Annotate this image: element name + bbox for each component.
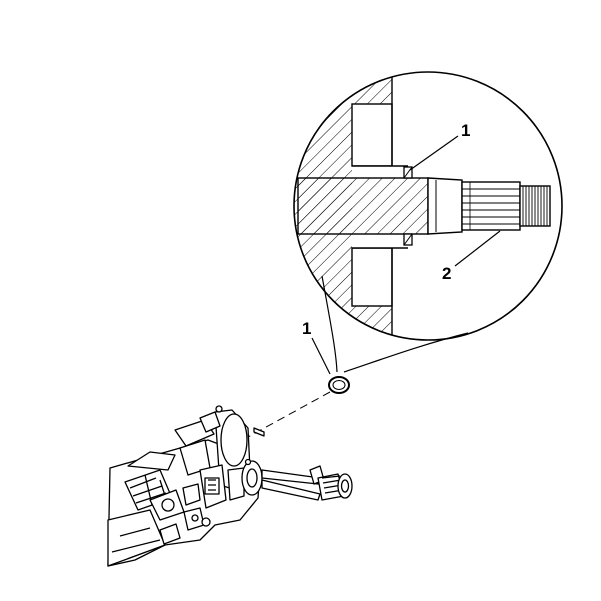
snap-ring bbox=[328, 376, 350, 394]
magnifier-leader bbox=[321, 275, 338, 373]
output-shaft-exploded bbox=[261, 465, 353, 501]
callout-1-top-label: 1 bbox=[461, 121, 470, 140]
callout-2: 2 bbox=[442, 230, 501, 283]
detail-view bbox=[293, 71, 563, 373]
callout-1-left-label: 1 bbox=[302, 319, 311, 338]
snap-ring-section bbox=[403, 166, 413, 246]
detail-circle-outline bbox=[293, 71, 563, 341]
assembly-centerline bbox=[247, 391, 331, 438]
transmission-assembly bbox=[107, 405, 265, 567]
callout-2-label: 2 bbox=[442, 264, 451, 283]
output-shaft bbox=[297, 177, 551, 235]
callout-1-top: 1 bbox=[409, 121, 470, 171]
callout-1-left: 1 bbox=[302, 319, 331, 375]
